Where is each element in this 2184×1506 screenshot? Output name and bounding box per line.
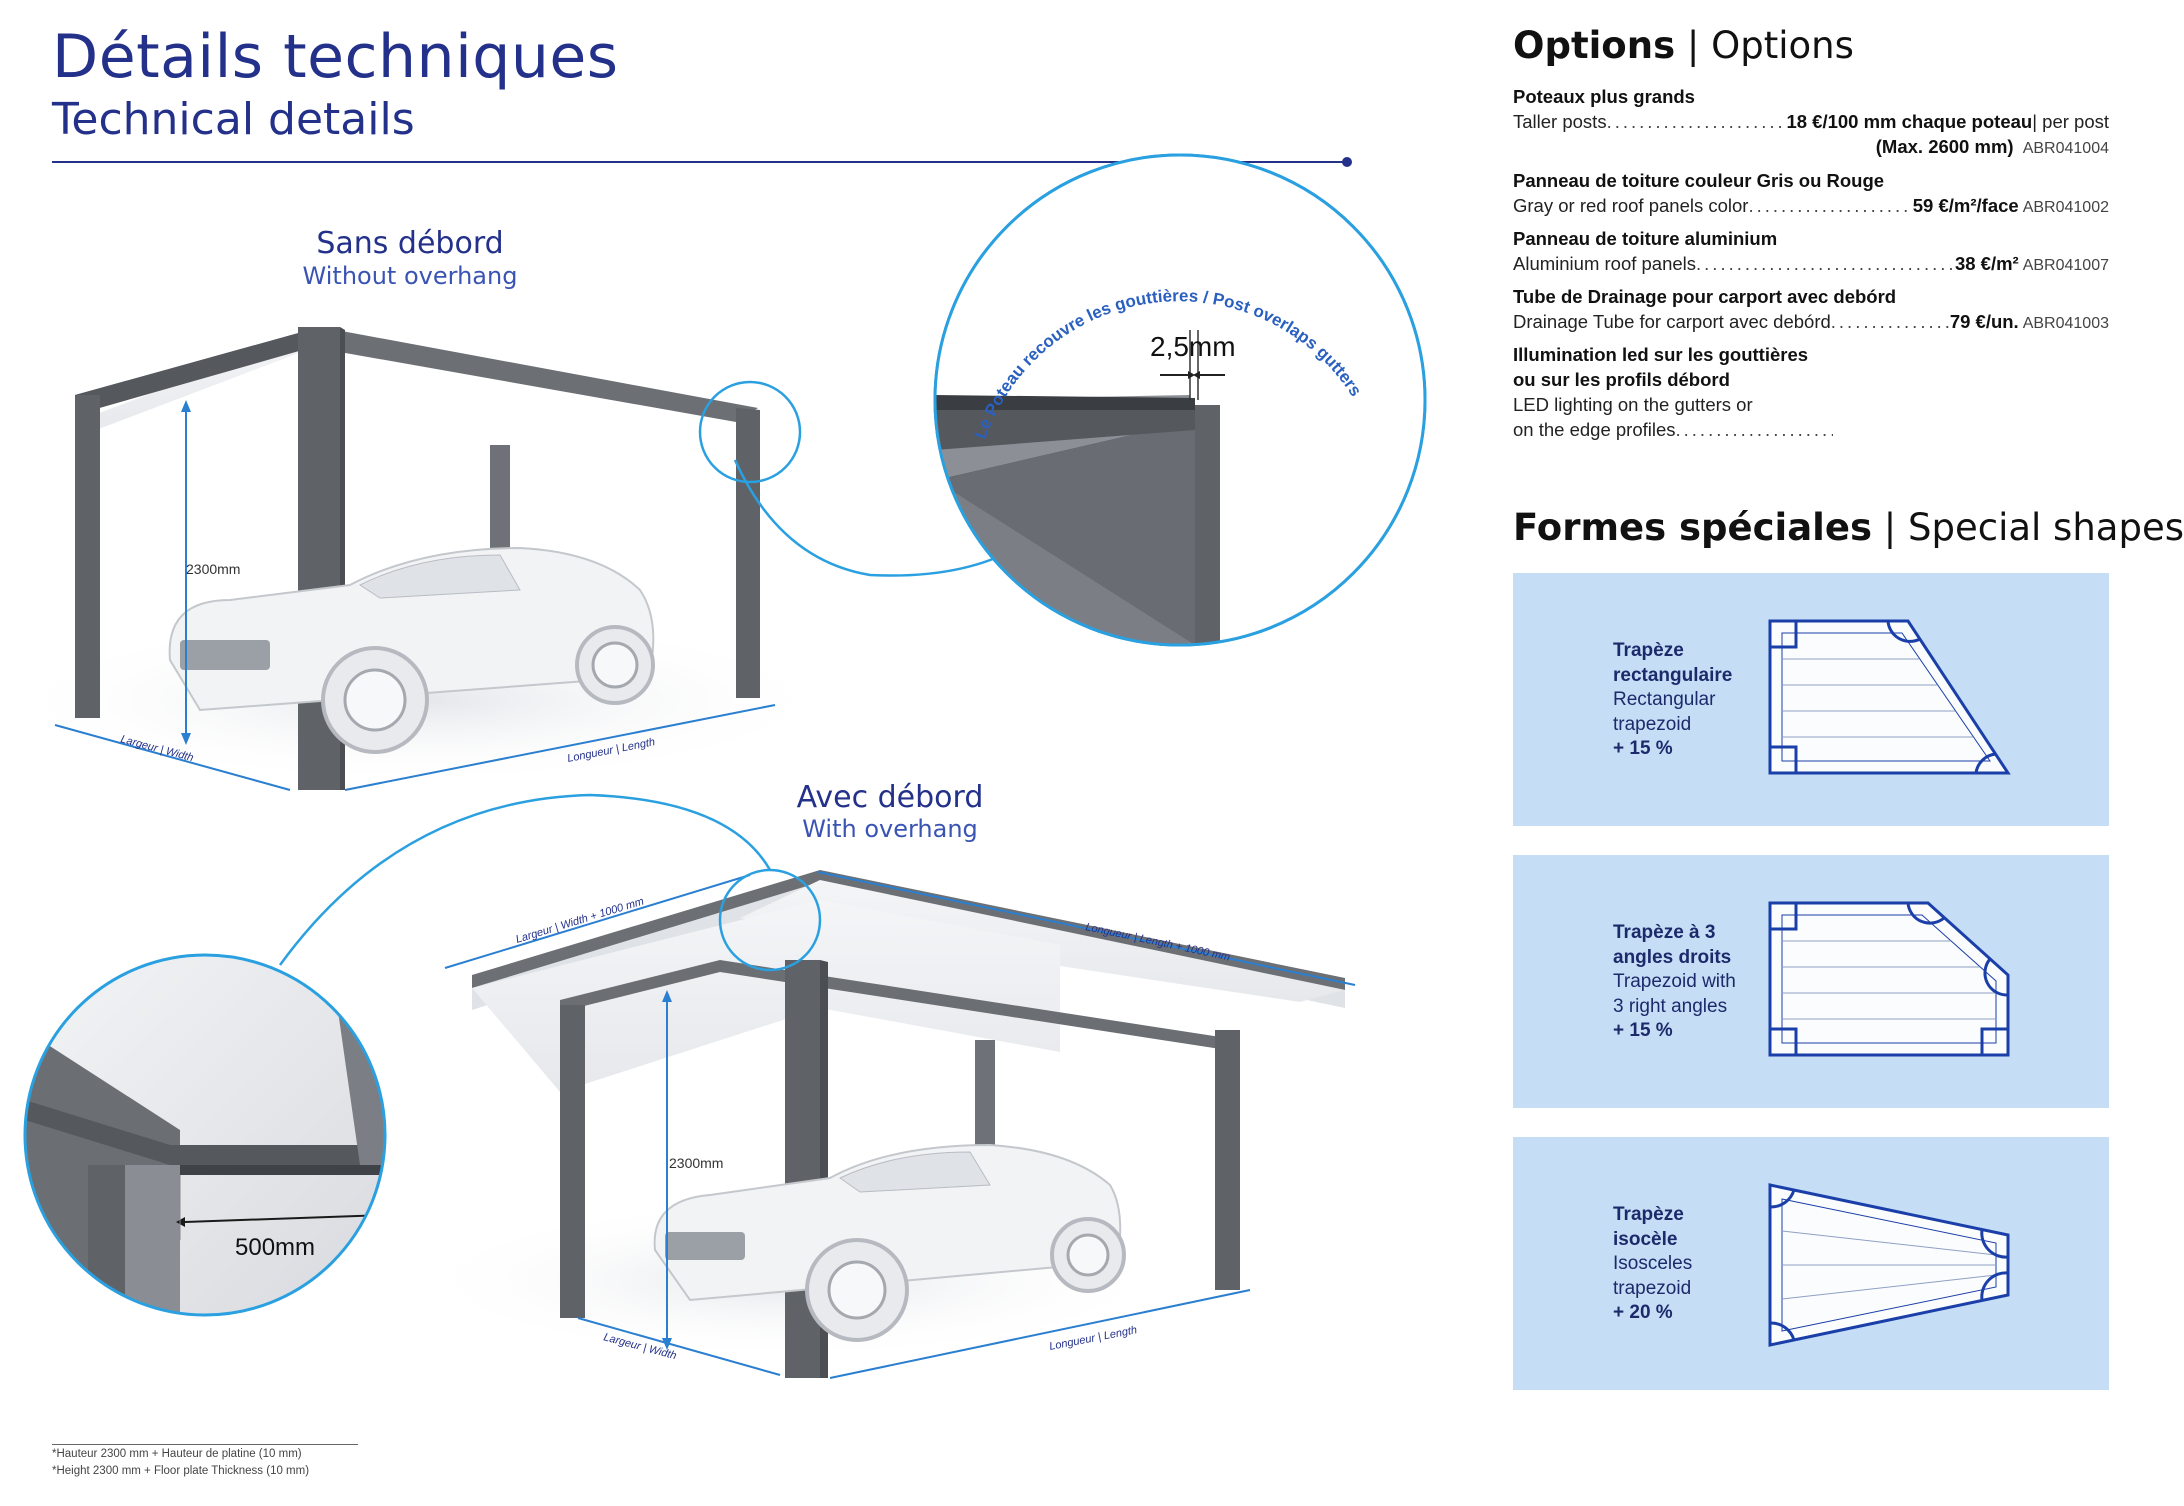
special-shapes-heading-light: Special shapes bbox=[1907, 506, 2184, 549]
shape-card: Trapèze rectangulaire Rectangular trapez… bbox=[1513, 573, 2109, 826]
shape-name-en: Trapezoid with bbox=[1613, 971, 1736, 992]
detail-circle-gutter: 2,5mm Le Poteau recouvre les gouttières … bbox=[933, 153, 1427, 647]
shape-name-en: 3 right angles bbox=[1613, 995, 1728, 1017]
shape-name-fr: angles droits bbox=[1613, 946, 1732, 968]
gutter-dimension-label: 2,5mm bbox=[1150, 331, 1236, 362]
option-title: ou sur les profils débord bbox=[1513, 369, 1730, 390]
option-leader: .................................... bbox=[1696, 253, 1955, 274]
shape-name-fr: Trapèze bbox=[1613, 1204, 1684, 1225]
car-illustration-1 bbox=[168, 546, 655, 754]
page-subtitle: Technical details bbox=[52, 94, 415, 145]
option-item: Panneau de toiture couleur Gris ou Rouge… bbox=[1513, 168, 2109, 220]
option-title: Panneau de toiture couleur Gris ou Rouge bbox=[1513, 170, 1885, 191]
option-desc: Aluminium roof panels bbox=[1513, 253, 1697, 274]
shape-name-fr: isocèle bbox=[1613, 1228, 1678, 1250]
caption-no-overhang-fr: Sans débord bbox=[316, 226, 504, 261]
trapezoid-3-right-angles-diagram bbox=[1768, 901, 2010, 1057]
special-shapes-heading: Formes spéciales | Special shapes bbox=[1513, 506, 2184, 549]
special-shapes-heading-sep: | bbox=[1883, 506, 1908, 549]
options-heading: Options | Options bbox=[1513, 24, 1854, 67]
options-heading-bold: Options bbox=[1513, 24, 1676, 67]
option-item: Tube de Drainage pour carport avec debór… bbox=[1513, 284, 2109, 336]
shape-price-pct: + 15 % bbox=[1613, 1020, 1673, 1041]
height-label-1: 2300mm bbox=[186, 561, 240, 577]
footnote-divider bbox=[52, 1444, 358, 1445]
option-code: ABR041007 bbox=[2022, 257, 2109, 274]
option-code: ABR041004 bbox=[2022, 140, 2109, 157]
rectangular-trapezoid-diagram bbox=[1768, 619, 2011, 775]
caption-no-overhang-en: Without overhang bbox=[302, 262, 518, 290]
shape-name-en: trapezoid bbox=[1613, 1277, 1692, 1299]
option-price-suffix: | per post bbox=[2032, 111, 2109, 132]
option-desc: LED lighting on the gutters or bbox=[1513, 394, 1753, 415]
overhang-dimension-label: 500mm bbox=[235, 1234, 315, 1261]
shape-price-pct: + 15 % bbox=[1613, 738, 1673, 759]
shape-card: Trapèze isocèle Isosceles trapezoid + 20… bbox=[1513, 1137, 2109, 1390]
shape-name-fr: Trapèze bbox=[1613, 640, 1684, 661]
isosceles-trapezoid-diagram bbox=[1768, 1183, 2010, 1347]
header-divider-dot bbox=[1342, 157, 1352, 167]
carport-no-overhang: Largeur | Width Longueur | Length 2300mm bbox=[0, 327, 840, 791]
option-price: 59 €/m²/face bbox=[1912, 195, 2019, 216]
shape-name-fr: rectangulaire bbox=[1613, 664, 1733, 686]
footnote-fr: *Hauteur 2300 mm + Hauteur de platine (1… bbox=[52, 1448, 302, 1460]
car-illustration-2 bbox=[653, 1143, 1126, 1342]
option-price: 38 €/m² bbox=[1954, 253, 2019, 274]
caption-overhang-fr: Avec débord bbox=[796, 780, 984, 815]
special-shapes-heading-bold: Formes spéciales bbox=[1513, 506, 1872, 549]
page-title: Détails techniques bbox=[52, 22, 619, 92]
shape-card: Trapèze à 3 angles droits Trapezoid with… bbox=[1513, 855, 2109, 1108]
option-max: (Max. 2600 mm) bbox=[1875, 136, 2014, 157]
shape-name-en: Rectangular bbox=[1613, 689, 1716, 710]
option-title: Panneau de toiture aluminium bbox=[1513, 228, 1778, 249]
options-heading-light: Options bbox=[1711, 24, 1854, 67]
footnote-en: *Height 2300 mm + Floor plate Thickness … bbox=[52, 1465, 310, 1477]
option-price: 18 €/100 mm chaque poteau bbox=[1786, 111, 2033, 132]
shape-name-en: trapezoid bbox=[1613, 713, 1692, 735]
option-leader: .................................... bbox=[1748, 195, 1912, 216]
option-code: ABR041002 bbox=[2022, 199, 2109, 216]
option-leader: .................................... bbox=[1675, 419, 1833, 440]
option-title: Poteaux plus grands bbox=[1513, 86, 1695, 107]
option-title: Illumination led sur les gouttières bbox=[1513, 344, 1809, 365]
shape-name-fr: Trapèze à 3 bbox=[1613, 922, 1716, 943]
option-item: Illumination led sur les gouttières ou s… bbox=[1513, 342, 2109, 442]
detail-circle-overhang: 500mm bbox=[23, 953, 387, 1317]
height-label-2: 2300mm bbox=[669, 1155, 723, 1171]
option-leader: .................................... bbox=[1830, 311, 1950, 332]
option-item: Panneau de toiture aluminium Aluminium r… bbox=[1513, 226, 2109, 278]
header-divider bbox=[52, 161, 1350, 163]
option-desc: Taller posts bbox=[1513, 111, 1607, 132]
option-price: 79 €/un. bbox=[1949, 311, 2019, 332]
caption-overhang-en: With overhang bbox=[802, 815, 978, 843]
option-leader: .................................... bbox=[1606, 111, 1787, 132]
option-code: ABR041003 bbox=[2022, 315, 2109, 332]
options-heading-sep: | bbox=[1686, 24, 1712, 67]
option-item: Poteaux plus grands Taller posts .......… bbox=[1513, 84, 2109, 161]
shape-price-pct: + 20 % bbox=[1613, 1302, 1673, 1323]
option-desc: Drainage Tube for carport avec debórd bbox=[1513, 311, 1831, 332]
shape-name-en: Isosceles bbox=[1613, 1253, 1693, 1274]
option-title: Tube de Drainage pour carport avec debór… bbox=[1513, 286, 1897, 307]
option-desc: Gray or red roof panels color bbox=[1513, 195, 1749, 216]
option-desc: on the edge profiles bbox=[1513, 419, 1676, 440]
carport-overhang: Largeur | Width + 1000 mm Longueur | Len… bbox=[410, 870, 1356, 1379]
carport-illustrations: Largeur | Width Longueur | Length 2300mm… bbox=[0, 153, 1427, 1379]
